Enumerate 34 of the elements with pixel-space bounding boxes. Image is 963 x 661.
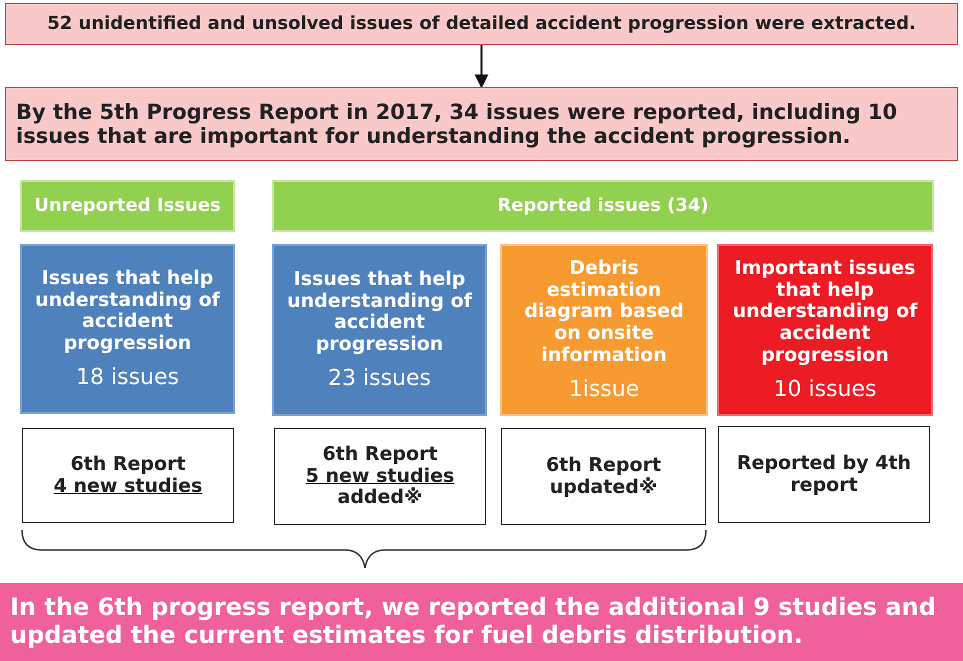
report-status-box bbox=[501, 428, 706, 525]
header-text: Reported issues (34) bbox=[497, 196, 709, 216]
box-text: Issues that help understanding of accident progression bbox=[286, 268, 473, 356]
issue-category-box bbox=[20, 244, 235, 414]
report-status-box bbox=[22, 428, 234, 523]
box-text: 6th Report bbox=[322, 444, 438, 466]
box-text: 4 new studies bbox=[54, 476, 202, 498]
box-text: Reported by 4th report bbox=[736, 452, 912, 496]
issue-count: 18 issues bbox=[76, 365, 179, 390]
arrow bbox=[474, 45, 488, 88]
conclusion-banner bbox=[0, 583, 963, 661]
report-status-box bbox=[718, 426, 930, 523]
box-text: Issues that help understanding of accident progression bbox=[34, 268, 221, 356]
box-text: Important issues that help understanding of accident progression bbox=[732, 258, 918, 367]
box-text: By the 5th Progress Report in 2017, 34 issues were reported, including 10 issues that are important for understanding the accident progression. bbox=[16, 100, 898, 148]
statement-box bbox=[5, 3, 958, 45]
issue-count: 23 issues bbox=[328, 366, 431, 392]
box-text: 5 new studies bbox=[306, 466, 454, 487]
summary-box bbox=[5, 87, 958, 161]
report-status-box bbox=[274, 428, 486, 525]
issue-count: 1issue bbox=[568, 376, 640, 402]
box-text: 52 unidentified and unsolved issues of detailed accident progression were extracted. bbox=[47, 14, 916, 34]
header-text: Unreported Issues bbox=[34, 196, 221, 216]
box-text: 6th Report updated※ bbox=[544, 454, 662, 498]
box-text: In the 6th progress report, we reported the additional 9 studies and updated the current estimates for fuel debris distribution. bbox=[10, 594, 937, 650]
box-text: Debris estimation diagram based on onsite information bbox=[523, 258, 685, 367]
box-text: 6th Report bbox=[70, 454, 186, 476]
box-text: added※ bbox=[338, 487, 422, 510]
category-header bbox=[272, 180, 934, 232]
issue-category-box bbox=[500, 244, 708, 416]
issue-count: 10 issues bbox=[774, 376, 876, 402]
issue-category-box bbox=[272, 244, 487, 416]
category-header bbox=[20, 180, 235, 232]
issue-category-box bbox=[717, 244, 933, 416]
